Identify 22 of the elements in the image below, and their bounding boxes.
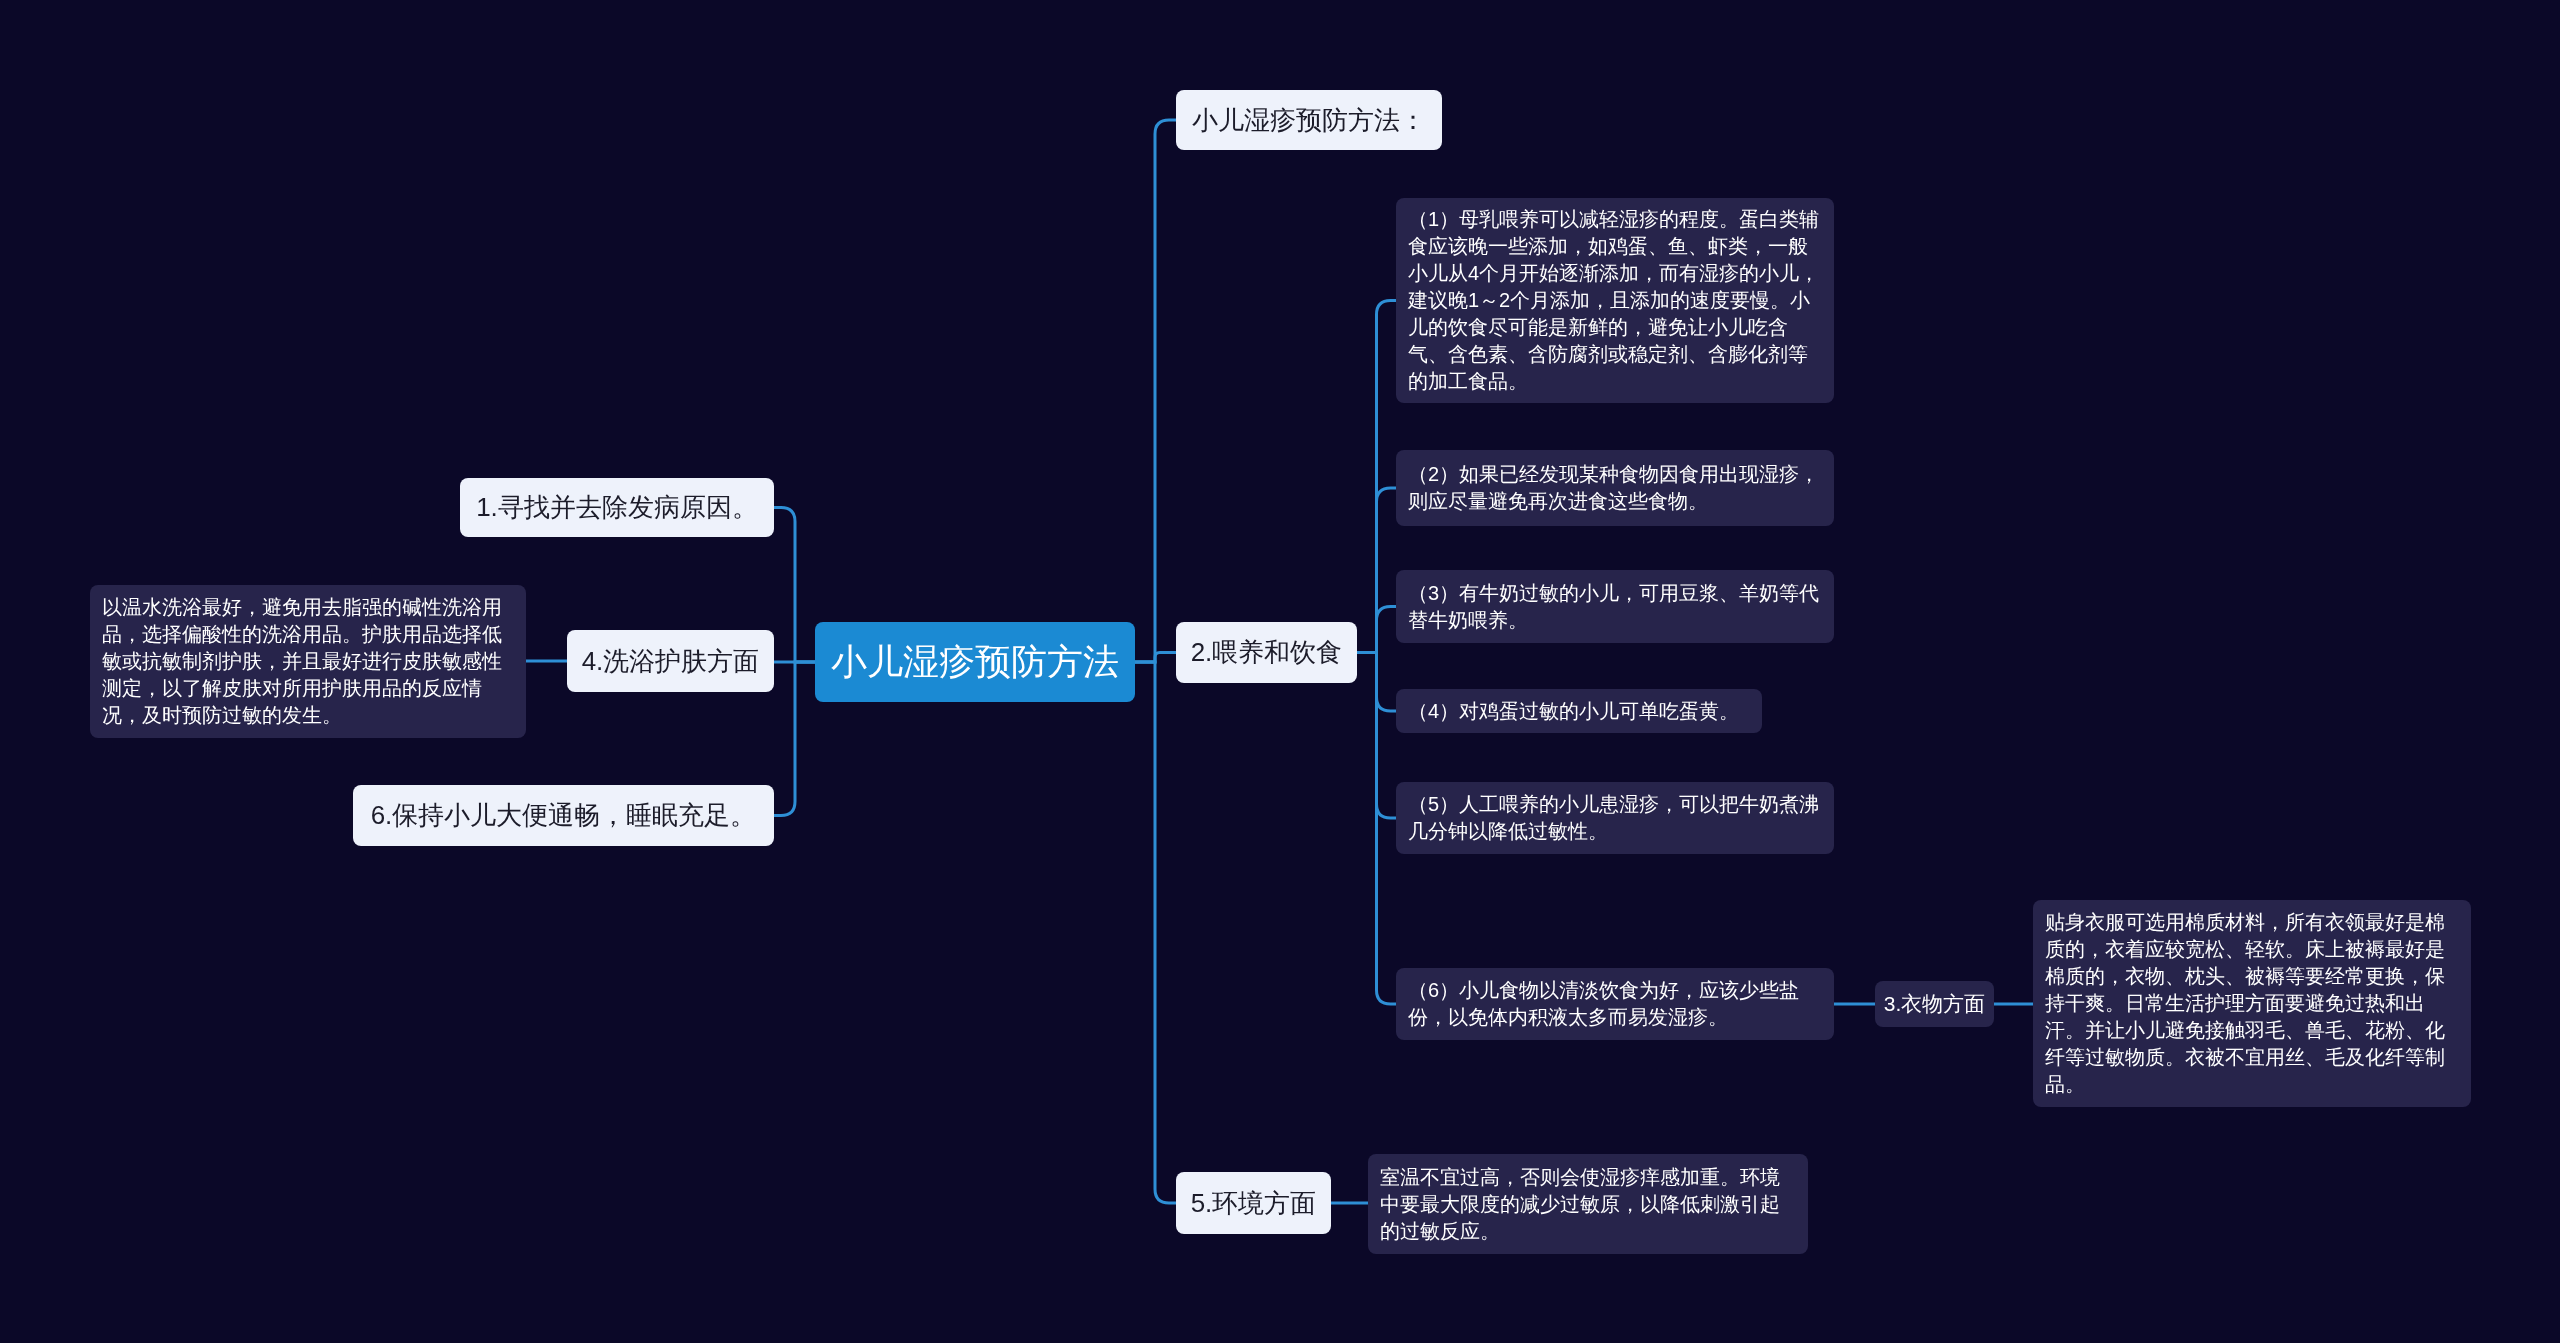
connector-line [526,659,567,663]
connector-line [1994,1002,2033,1006]
note-card: （6）小儿食物以清淡饮食为好，应该少些盐份，以免体内积液太多而易发湿疹。 [1396,968,1834,1040]
central-topic-box: 小儿湿疹预防方法 [815,622,1135,702]
note-card: （4）对鸡蛋过敏的小儿可单吃蛋黄。 [1396,689,1762,733]
topic-box: 4.洗浴护肤方面 [567,630,774,692]
topic-box: 6.保持小儿大便通畅，睡眠充足。 [353,785,774,846]
topic-box: 小儿湿疹预防方法： [1176,90,1442,150]
connector-line [1331,1201,1368,1205]
note-card: （2）如果已经发现某种食物因食用出现湿疹，则应尽量避免再次进食这些食物。 [1396,450,1834,526]
note-card: 贴身衣服可选用棉质材料，所有衣领最好是棉质的，衣着应较宽松、轻软。床上被褥最好是棉质的，衣物、枕头、被褥等要经常更换，保持干爽。日常生活护理方面要避免过热和出汗。并让小儿避免接触羽毛、兽毛、花粉、化纤等过敏物质。衣被不宜用丝、毛及化纤等制品。 [2033,900,2471,1107]
topic-box: 1.寻找并去除发病原因。 [460,478,774,537]
note-card: （5）人工喂养的小儿患湿疹，可以把牛奶煮沸几分钟以降低过敏性。 [1396,782,1834,854]
note-card: （3）有牛奶过敏的小儿，可用豆浆、羊奶等代替牛奶喂养。 [1396,570,1834,643]
subtopic-box: 3.衣物方面 [1875,981,1994,1027]
note-card: 以温水洗浴最好，避免用去脂强的碱性洗浴用品，选择偏酸性的洗浴用品。护肤用品选择低敏或抗敏制剂护肤，并且最好进行皮肤敏感性测定，以了解皮肤对所用护肤用品的反应情况，及时预防过敏的发生。 [90,585,526,738]
note-card: 室温不宜过高，否则会使湿疹痒感加重。环境中要最大限度的减少过敏原，以降低刺激引起的过敏反应。 [1368,1154,1808,1254]
topic-box: 2.喂养和饮食 [1176,622,1357,683]
note-card: （1）母乳喂养可以减轻湿疹的程度。蛋白类辅食应该晚一些添加，如鸡蛋、鱼、虾类，一般小儿从4个月开始逐渐添加，而有湿疹的小儿，建议晚1～2个月添加，且添加的速度要慢。小儿的饮食尽可能是新鲜的，避免让小儿吃含气、含色素、含防腐剂或稳定剂、含膨化剂等的加工食品。 [1396,198,1834,403]
topic-box: 5.环境方面 [1176,1172,1331,1234]
connector-line [1834,1002,1875,1006]
connector-line [774,660,815,817]
